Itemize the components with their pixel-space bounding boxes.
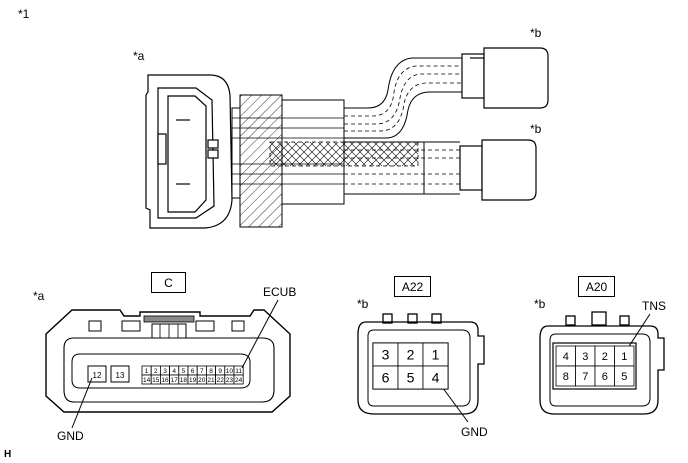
c-pin-22: 22 <box>217 377 225 384</box>
pin-c-13: 13 <box>116 371 125 380</box>
connector-c-title: C <box>151 272 186 293</box>
lower-harness <box>269 141 460 195</box>
connector-a20-pin-grid: 4 3 2 1 8 7 6 5 <box>555 345 635 387</box>
c-pin-3: 3 <box>163 368 167 375</box>
top-connector-label: *a <box>133 49 145 63</box>
a20-pin-4: 4 <box>563 351 569 363</box>
footer-code: H <box>4 449 12 460</box>
a20-pin-6: 6 <box>602 371 608 383</box>
c-pin-5: 5 <box>182 368 186 375</box>
a20-pin-1: 1 <box>621 351 627 363</box>
c-pin-11: 11 <box>235 368 242 375</box>
connector-a20-shape <box>539 311 665 415</box>
a22-pin-1: 1 <box>432 347 440 363</box>
c-pin-2: 2 <box>154 368 158 375</box>
a22-pin-5: 5 <box>407 370 415 386</box>
c-pin-19: 19 <box>189 377 197 384</box>
a22-pin-3: 3 <box>382 347 390 363</box>
top-ecu-connector <box>145 74 233 229</box>
a22-pin-2: 2 <box>407 347 415 363</box>
a22-pin-4: 4 <box>432 370 440 386</box>
c-pin-24: 24 <box>235 377 243 384</box>
a20-pin-8: 8 <box>563 371 569 383</box>
upper-harness <box>344 57 462 139</box>
c-pin-14: 14 <box>143 377 151 384</box>
pin-c-12: 12 <box>93 371 102 380</box>
a20-pin-2: 2 <box>602 351 608 363</box>
a20-cell-5 <box>614 365 635 387</box>
callout-gnd-a22: GND <box>461 425 488 439</box>
c-pin-10: 10 <box>226 368 234 375</box>
connector-c-shape: 12 13 <box>45 309 291 413</box>
c-pin-4: 4 <box>172 368 176 375</box>
upper-harness-connector <box>461 47 549 109</box>
a20-pin-3: 3 <box>582 351 588 363</box>
connector-a22-side-label: *b <box>357 297 369 311</box>
top-harness-label-1: *b <box>530 26 542 40</box>
a20-pin-5: 5 <box>621 371 627 383</box>
callout-ecub: ECUB <box>263 285 297 299</box>
top-harness-label-2: *b <box>530 122 542 136</box>
c-pin-15: 15 <box>152 377 160 384</box>
c-pin-23: 23 <box>226 377 234 384</box>
connector-a20-side-label: *b <box>534 297 546 311</box>
callout-gnd-c: GND <box>57 429 84 443</box>
callout-tns: TNS <box>642 299 666 313</box>
connector-a22-title: A22 <box>394 276 431 297</box>
c-pin-17: 17 <box>171 377 179 384</box>
connector-a22-pin-grid: 3 2 1 6 5 4 <box>372 342 449 390</box>
c-pin-1: 1 <box>145 368 149 375</box>
c-pin-6: 6 <box>191 368 195 375</box>
lower-harness-connector <box>459 139 537 201</box>
c-pin-20: 20 <box>198 377 206 384</box>
c-pin-9: 9 <box>218 368 222 375</box>
a22-pin-6: 6 <box>382 370 390 386</box>
c-pin-8: 8 <box>209 368 213 375</box>
c-pin-7: 7 <box>200 368 204 375</box>
c-pin-18: 18 <box>180 377 188 384</box>
a20-pin-7: 7 <box>582 371 588 383</box>
connector-a20-title: A20 <box>578 276 615 297</box>
c-pin-16: 16 <box>161 377 169 384</box>
connector-c-side-label: *a <box>33 289 45 303</box>
c-pin-21: 21 <box>207 377 215 384</box>
a22-cell-4 <box>422 365 449 390</box>
figure-ref: *1 <box>18 7 30 21</box>
c-cell-24 <box>233 374 244 385</box>
